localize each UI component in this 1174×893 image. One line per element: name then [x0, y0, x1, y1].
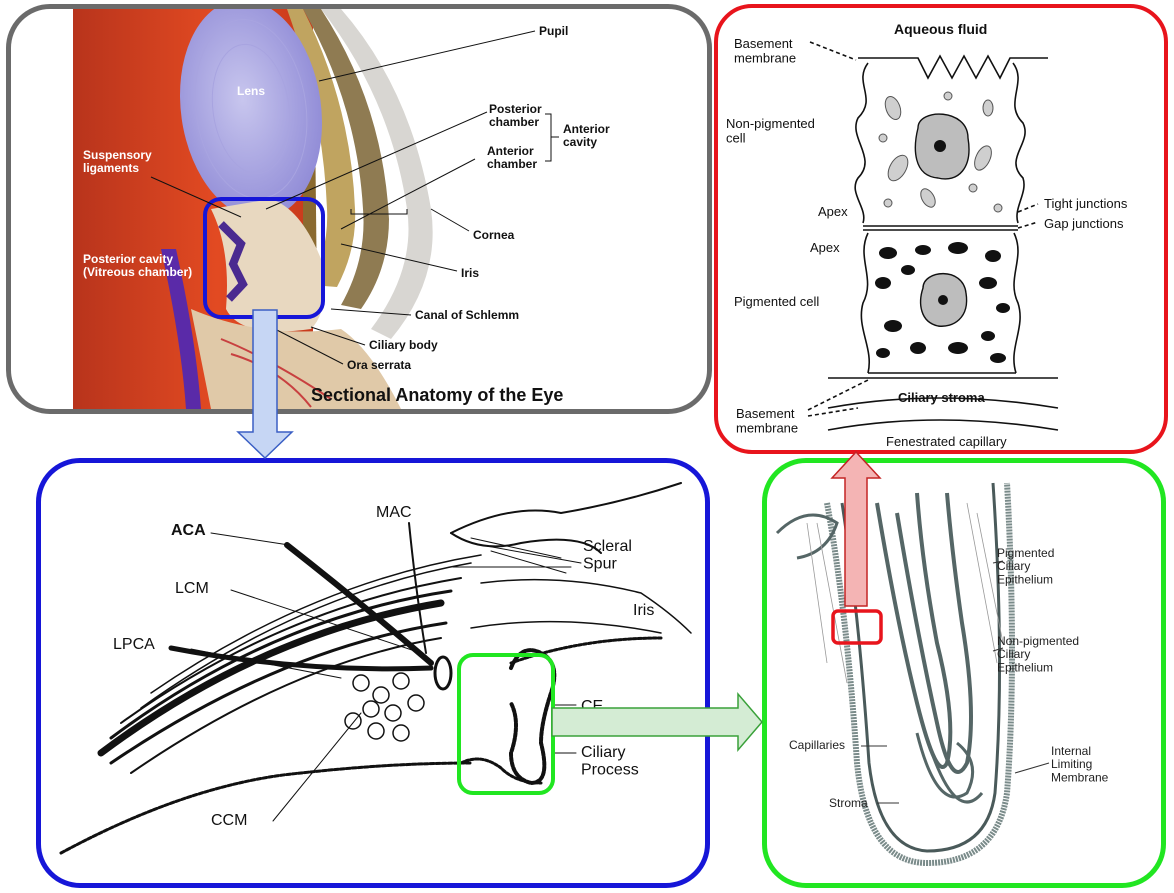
- tight-junctions-label: Tight junctions: [1044, 196, 1128, 211]
- lpca-label: LPCA: [113, 636, 155, 653]
- pigmented-cell-label: Pigmented cell: [734, 294, 819, 309]
- iris-angle-label: Iris: [633, 602, 654, 619]
- iris-label: Iris: [461, 266, 479, 280]
- ora-serrata-label: Ora serrata: [347, 358, 411, 372]
- ccm-label: CCM: [211, 812, 247, 829]
- lcm-label: LCM: [175, 580, 209, 597]
- eye-panel-title: Sectional Anatomy of the Eye: [311, 385, 563, 405]
- capillaries-label: Capillaries: [789, 738, 845, 752]
- aqueous-fluid-label: Aqueous fluid: [894, 21, 987, 37]
- pupil-label: Pupil: [539, 24, 568, 38]
- ciliary-stroma-label: Ciliary stroma: [898, 390, 985, 405]
- apex-bottom-label: Apex: [810, 240, 840, 255]
- cornea-label: Cornea: [473, 228, 515, 242]
- aca-label: ACA: [171, 522, 206, 539]
- lens-label: Lens: [237, 84, 265, 98]
- fenestrated-capillary-label: Fenestrated capillary: [886, 434, 1007, 449]
- stroma-label: Stroma: [829, 796, 868, 810]
- apex-top-label: Apex: [818, 204, 848, 219]
- ciliary-body-label: Ciliary body: [369, 338, 438, 352]
- posterior-cavity-label: Posterior cavity(Vitreous chamber): [83, 252, 192, 279]
- gap-junctions-label: Gap junctions: [1044, 216, 1124, 231]
- ce-label: CE: [581, 698, 603, 715]
- mac-label: MAC: [376, 504, 412, 521]
- canal-of-schlemm-label: Canal of Schlemm: [415, 308, 519, 322]
